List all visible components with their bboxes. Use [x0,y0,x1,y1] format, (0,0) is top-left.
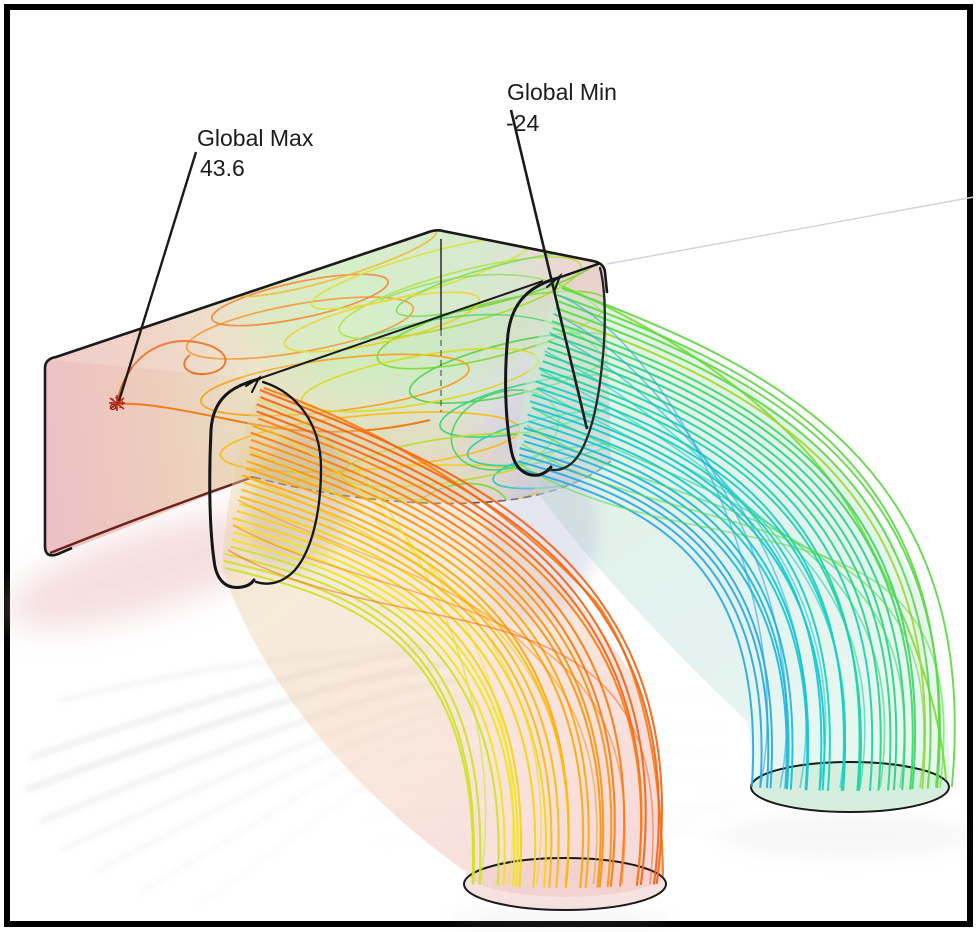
right-inlet-top-edge [556,262,600,280]
box-left-edge [43,355,73,557]
right-inlet-near-rim [504,276,560,477]
global-max-value: 43.6 [200,155,245,181]
right-inlet-far-rim [546,266,606,472]
left-elbow-pipe [222,386,667,911]
faint-reference-line [606,196,975,265]
global-min-value: -24 [506,110,539,136]
global-min-label: Global Min [507,79,617,105]
box-top-edge [54,229,609,359]
left-inlet-edge-tick [245,375,262,393]
global-max-leader-line [117,151,198,402]
global-max-label: Global Max [197,125,314,151]
left-inlet-far-rim [254,380,323,585]
pipe-inlet-rims [208,262,606,590]
box-inner-top-edge [257,280,544,380]
box-top-face [50,231,600,379]
box-bottom-front-edge [49,475,254,555]
right-pipe-outlet [750,761,950,813]
annotations: Global Max 43.6 Global Min -24 [109,79,617,430]
left-inlet-near-rim [208,377,261,590]
box-underside-glow [6,511,294,629]
global-min-leader-line [509,109,589,430]
global-max-marker [109,395,125,411]
